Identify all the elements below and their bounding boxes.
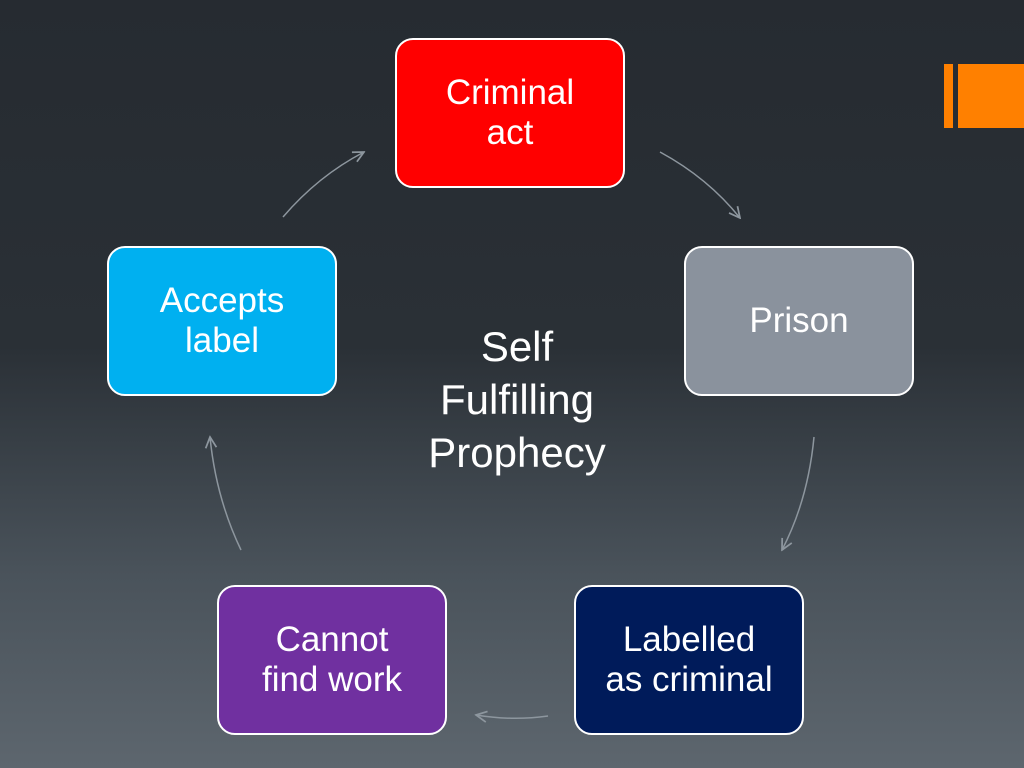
accent-bar-thick (958, 64, 1024, 128)
center-label: Self Fulfilling Prophecy (428, 323, 606, 476)
node-accepts-label: Accepts label (107, 246, 337, 396)
node-labelled-as-criminal: Labelled as criminal (574, 585, 804, 735)
accent-bar-thin (944, 64, 953, 128)
node-prison-label: Prison (749, 301, 849, 340)
node-labelled-as-criminal-label: Labelled as criminal (605, 620, 773, 699)
node-cannot-find-work-label: Cannot find work (261, 620, 403, 699)
node-prison: Prison (684, 246, 914, 396)
node-criminal-act-label: Criminal act (445, 73, 575, 152)
node-cannot-find-work: Cannot find work (217, 585, 447, 735)
arrow-prison-to-labelled (782, 436, 815, 550)
arrow-labelled-to-cannot-find-work (476, 715, 549, 718)
arrow-criminal-act-to-prison (659, 151, 740, 218)
node-accepts-label-label: Accepts label (159, 281, 285, 360)
node-criminal-act: Criminal act (395, 38, 625, 188)
arrow-accepts-label-to-criminal-act (282, 152, 364, 218)
arrow-cannot-find-work-to-accepts-label (210, 437, 242, 551)
